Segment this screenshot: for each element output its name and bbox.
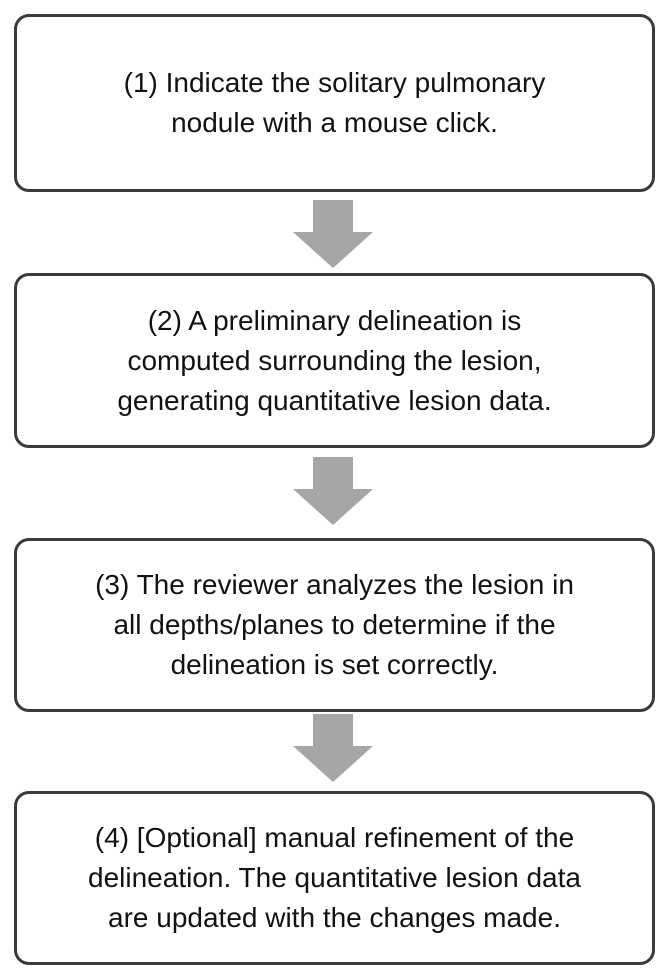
flow-step-1-box: (1) Indicate the solitary pulmonary nodu… [14, 14, 655, 192]
flow-step-3-box: (3) The reviewer analyzes the lesion in … [14, 538, 655, 712]
down-arrow-shape [293, 714, 373, 782]
down-arrow-shape [293, 457, 373, 525]
down-arrow-shape [293, 200, 373, 268]
flow-step-2-box: (2) A preliminary delineation is compute… [14, 273, 655, 448]
flow-step-2-text: (2) A preliminary delineation is compute… [117, 304, 552, 416]
flow-step-1-text: (1) Indicate the solitary pulmonary nodu… [123, 67, 546, 138]
down-arrow-icon [293, 200, 373, 268]
flow-step-3-text: (3) The reviewer analyzes the lesion in … [95, 569, 574, 680]
flow-step-4-box: (4) [Optional] manual refinement of the … [14, 791, 655, 965]
down-arrow-icon [293, 714, 373, 782]
flow-step-4-text: (4) [Optional] manual refinement of the … [88, 822, 581, 933]
down-arrow-icon [293, 457, 373, 525]
